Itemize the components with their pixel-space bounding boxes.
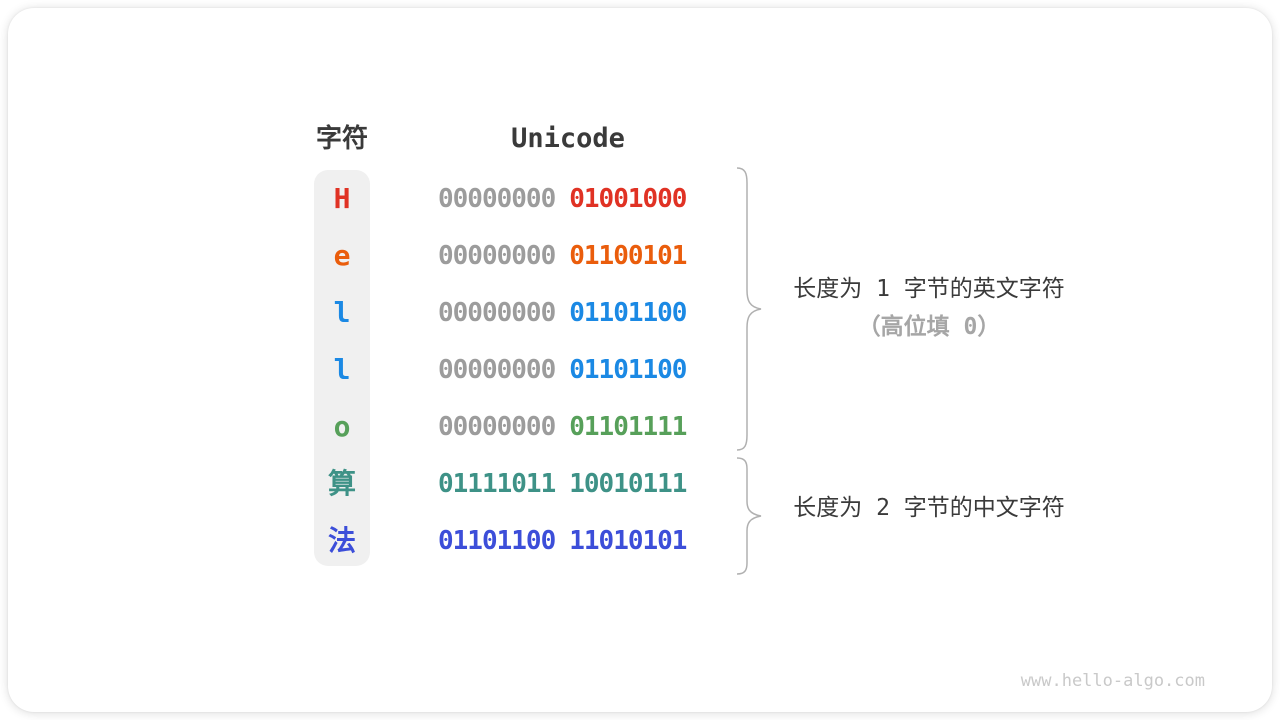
table-row: H 00000000 01001000 xyxy=(8,178,1272,220)
byte-low: 01101100 xyxy=(569,355,687,385)
table-row: l 00000000 01101100 xyxy=(8,292,1272,334)
byte-high: 00000000 xyxy=(438,298,556,328)
byte-low: 01100101 xyxy=(569,241,687,271)
annotation-chinese-chars: 长度为 2 字节的中文字符 xyxy=(793,495,1065,521)
char-cell: e xyxy=(333,239,351,272)
byte-high: 00000000 xyxy=(438,412,556,442)
byte-high: 00000000 xyxy=(438,355,556,385)
annotation-line: 长度为 1 字节的英文字符 xyxy=(793,276,1065,302)
brace-chinese-group xyxy=(736,457,762,575)
diagram-card: 字符 Unicode H 00000000 01001000 e 0000000… xyxy=(8,8,1272,712)
table-row: e 00000000 01100101 xyxy=(8,235,1272,277)
byte-high: 01101100 xyxy=(438,526,556,556)
char-cell: 法 xyxy=(327,524,356,557)
table-row: o 00000000 01101111 xyxy=(8,406,1272,448)
char-cell: 算 xyxy=(327,467,356,500)
byte-low: 10010111 xyxy=(569,469,687,499)
byte-low: 01101100 xyxy=(569,298,687,328)
brace-english-group xyxy=(736,167,762,451)
site-watermark: www.hello-algo.com xyxy=(1020,671,1205,691)
unicode-binary: 00000000 01101111 xyxy=(438,406,687,448)
unicode-binary: 00000000 01001000 xyxy=(438,178,687,220)
char-cell: o xyxy=(333,410,351,443)
unicode-binary: 01111011 10010111 xyxy=(438,463,687,505)
unicode-binary: 01101100 11010101 xyxy=(438,520,687,562)
byte-high: 00000000 xyxy=(438,184,556,214)
column-header-unicode: Unicode xyxy=(511,123,625,154)
table-row: 法 01101100 11010101 xyxy=(8,520,1272,562)
byte-high: 00000000 xyxy=(438,241,556,271)
unicode-binary: 00000000 01100101 xyxy=(438,235,687,277)
column-header-char: 字符 xyxy=(315,124,368,154)
table-row: 算 01111011 10010111 xyxy=(8,463,1272,505)
byte-low: 01001000 xyxy=(569,184,687,214)
char-cell: H xyxy=(333,182,351,215)
table-row: l 00000000 01101100 xyxy=(8,349,1272,391)
unicode-binary: 00000000 01101100 xyxy=(438,292,687,334)
char-cell: l xyxy=(333,353,351,386)
annotation-english-chars: 长度为 1 字节的英文字符 （高位填 0） xyxy=(764,270,1094,346)
byte-low: 01101111 xyxy=(569,412,687,442)
unicode-binary: 00000000 01101100 xyxy=(438,349,687,391)
annotation-line: （高位填 0） xyxy=(857,314,1001,340)
char-cell: l xyxy=(333,296,351,329)
byte-high: 01111011 xyxy=(438,469,556,499)
char-column-background xyxy=(314,170,370,566)
byte-low: 11010101 xyxy=(569,526,687,556)
